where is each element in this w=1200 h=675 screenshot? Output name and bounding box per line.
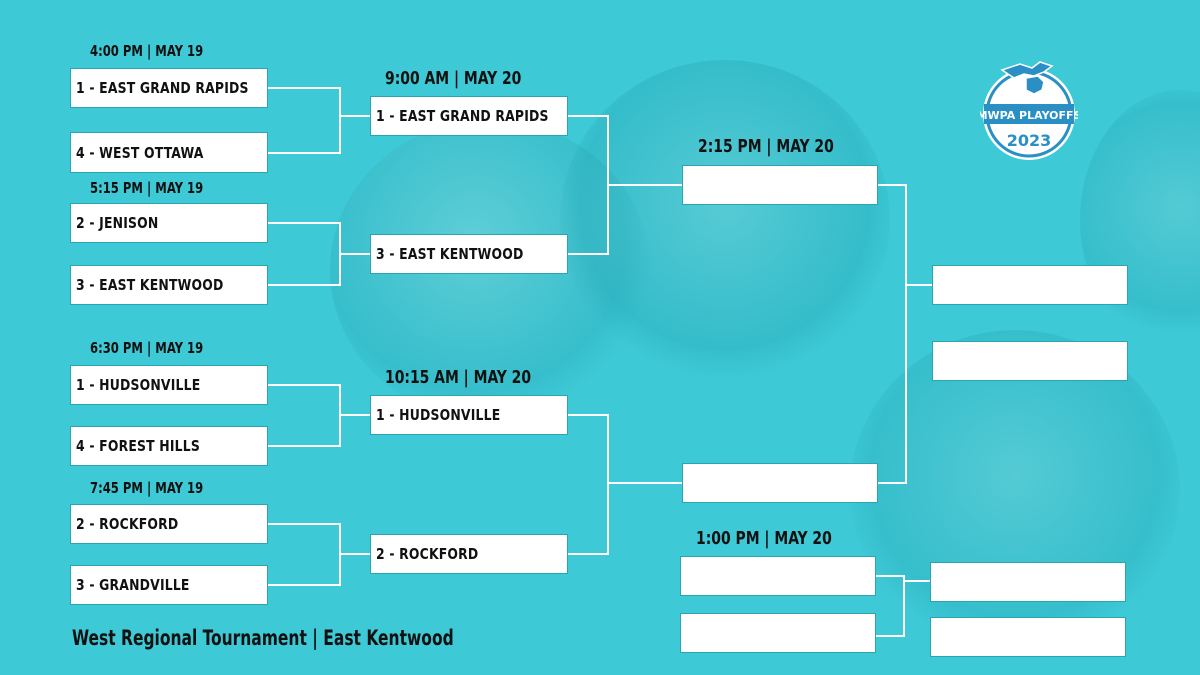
- team-slot: 4 - WEST OTTAWA: [70, 132, 268, 173]
- team-name: 2 - ROCKFORD: [376, 545, 479, 563]
- team-slot: [682, 463, 878, 503]
- team-slot: [680, 556, 876, 596]
- team-name: 4 - FOREST HILLS: [76, 437, 200, 455]
- match-time: 5:15 PM | MAY 19: [90, 179, 204, 197]
- match-time: 6:30 PM | MAY 19: [90, 339, 204, 357]
- background-ball: [560, 60, 890, 380]
- logo-title: MWPA PLAYOFFS: [980, 109, 1078, 122]
- team-slot: 2 - JENISON: [70, 203, 268, 243]
- team-slot: 1 - EAST GRAND RAPIDS: [70, 68, 268, 108]
- team-slot: 3 - EAST KENTWOOD: [370, 234, 568, 274]
- michigan-map-icon: [1000, 61, 1054, 95]
- team-slot: 1 - EAST GRAND RAPIDS: [370, 96, 568, 136]
- logo-year: 2023: [1007, 131, 1052, 150]
- fourth-place-slot: [930, 617, 1126, 657]
- team-slot: 3 - EAST KENTWOOD: [70, 265, 268, 305]
- champion-slot: [932, 265, 1128, 305]
- match-time: 1:00 PM | MAY 20: [696, 528, 832, 549]
- third-place-slot: [930, 562, 1126, 602]
- match-time: 2:15 PM | MAY 20: [698, 136, 834, 157]
- team-slot: [682, 165, 878, 205]
- match-time: 7:45 PM | MAY 19: [90, 479, 204, 497]
- team-name: 2 - ROCKFORD: [76, 515, 179, 533]
- match-time: 10:15 AM | MAY 20: [385, 367, 532, 388]
- team-slot: 2 - ROCKFORD: [70, 504, 268, 544]
- team-slot: [680, 613, 876, 653]
- team-name: 2 - JENISON: [76, 214, 159, 232]
- team-slot: 3 - GRANDVILLE: [70, 565, 268, 605]
- team-slot: 2 - ROCKFORD: [370, 534, 568, 574]
- team-name: 3 - EAST KENTWOOD: [76, 276, 224, 294]
- team-name: 1 - HUDSONVILLE: [76, 376, 201, 394]
- tournament-title: West Regional Tournament | East Kentwood: [72, 626, 454, 650]
- runner-up-slot: [932, 341, 1128, 381]
- team-name: 3 - EAST KENTWOOD: [376, 245, 524, 263]
- team-name: 1 - EAST GRAND RAPIDS: [76, 79, 249, 97]
- team-name: 1 - HUDSONVILLE: [376, 406, 501, 424]
- match-time: 9:00 AM | MAY 20: [385, 68, 522, 89]
- team-slot: 4 - FOREST HILLS: [70, 426, 268, 466]
- team-name: 1 - EAST GRAND RAPIDS: [376, 107, 549, 125]
- mwpa-playoffs-logo: MWPA PLAYOFFS 2023: [977, 56, 1082, 164]
- team-slot: 1 - HUDSONVILLE: [370, 395, 568, 435]
- team-name: 4 - WEST OTTAWA: [76, 143, 204, 162]
- team-slot: 1 - HUDSONVILLE: [70, 365, 268, 405]
- match-time: 4:00 PM | MAY 19: [90, 42, 204, 60]
- team-name: 3 - GRANDVILLE: [76, 576, 190, 594]
